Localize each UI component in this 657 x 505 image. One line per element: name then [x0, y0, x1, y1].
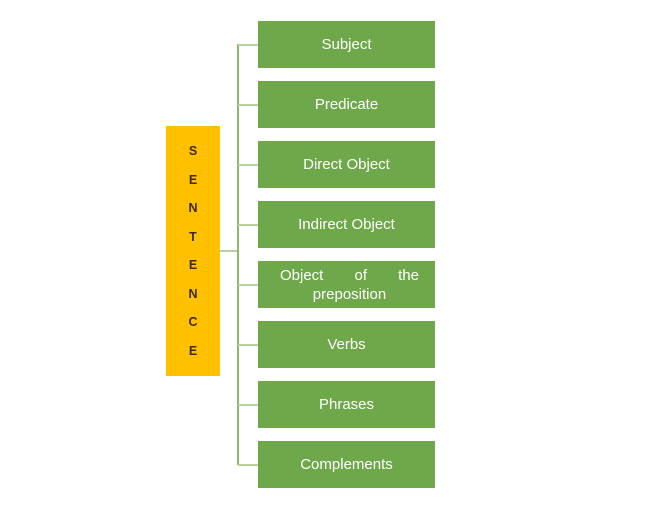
connector-root-stub [219, 250, 238, 252]
leaf-node-subject[interactable]: Subject [258, 21, 435, 68]
leaf-label: Phrases [318, 396, 375, 413]
leaf-node-verbs[interactable]: Verbs [258, 321, 435, 368]
leaf-label: Verbs [327, 336, 366, 353]
root-letter: N [188, 286, 198, 301]
leaf-node-phrases[interactable]: Phrases [258, 381, 435, 428]
leaf-node-predicate[interactable]: Predicate [258, 81, 435, 128]
leaf-label: Direct Object [303, 156, 390, 173]
root-letter: C [188, 315, 198, 329]
connector-stub-complements [238, 464, 258, 466]
connector-stub-subject [238, 44, 258, 46]
connector-stub-verbs [238, 344, 258, 346]
leaf-label: Predicate [314, 96, 379, 113]
leaf-label: Indirect Object [298, 216, 395, 233]
leaf-label: Subject [321, 36, 372, 53]
leaf-label: Complements [300, 456, 393, 473]
connector-stub-direct-object [238, 164, 258, 166]
root-node-sentence[interactable]: S E N T E N C E [166, 126, 220, 376]
root-letter: E [188, 258, 198, 272]
leaf-label-line-2: preposition [312, 285, 387, 303]
connector-stub-indirect-object [238, 224, 258, 226]
root-letter: N [188, 201, 198, 215]
connector-stub-phrases [238, 404, 258, 406]
root-letter: T [189, 229, 197, 244]
connector-stub-predicate [238, 104, 258, 106]
root-letter: E [188, 343, 198, 358]
leaf-node-complements[interactable]: Complements [258, 441, 435, 488]
root-letter: E [188, 172, 198, 187]
leaf-label-line-1: Object of the [280, 266, 419, 284]
connector-stub-object-of-the-preposition [238, 284, 258, 286]
root-letter: S [188, 144, 198, 158]
connector-spine [237, 44, 239, 465]
leaf-node-direct-object[interactable]: Direct Object [258, 141, 435, 188]
leaf-node-indirect-object[interactable]: Indirect Object [258, 201, 435, 248]
leaf-node-object-of-the-preposition[interactable]: Object of the preposition [258, 261, 435, 308]
